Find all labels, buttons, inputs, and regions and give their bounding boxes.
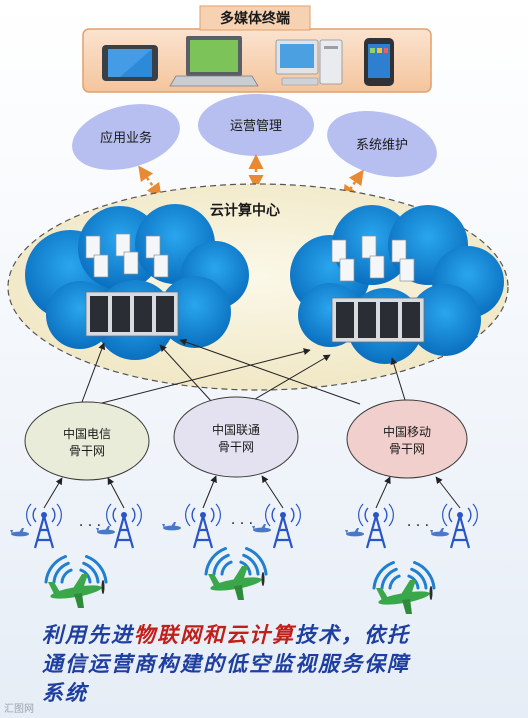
service-label: 应用业务 — [100, 130, 152, 146]
aircraft-icon — [372, 561, 436, 614]
backbone-type: 骨干网 — [218, 440, 254, 454]
aircraft-icon — [204, 547, 268, 600]
dots: · · · — [231, 516, 253, 532]
plane-row — [44, 547, 436, 614]
backbone-name: 中国联通 — [212, 422, 260, 437]
cloud-left — [25, 204, 249, 360]
caption-line-2: 通信运营商构建的低空监视服务保障 — [42, 651, 410, 676]
caption-segment: 技术，依托 — [295, 622, 410, 647]
arrow-tower — [435, 476, 461, 509]
backbone-type: 骨干网 — [69, 444, 105, 458]
cloud-center-label: 云计算中心 — [210, 202, 280, 219]
caption-line-1: 利用先进物联网和云计算技术，依托 — [42, 620, 512, 649]
radio-tower-icon — [106, 503, 142, 549]
backbone-mobile: 中国移动 骨干网 — [346, 399, 468, 479]
cloud-right — [290, 205, 504, 364]
desktop-computer-icon — [275, 39, 343, 86]
link-application — [138, 165, 162, 199]
arrow-telecom-left — [81, 342, 106, 403]
small-plane-icon — [430, 528, 449, 537]
server-cluster-left — [85, 233, 179, 337]
service-label: 运营管理 — [230, 119, 282, 134]
caption-line-3: 系统 — [42, 680, 88, 705]
small-plane-icon — [96, 526, 115, 535]
backbone-name: 中国移动 — [383, 424, 431, 439]
dots-group: · · · · · · · · · — [79, 516, 429, 534]
arrow-tower — [375, 476, 391, 509]
watermark: 汇图网 — [4, 704, 34, 715]
caption: 利用先进物联网和云计算技术，依托 通信运营商构建的低空监视服务保障 系统 — [42, 620, 512, 707]
server-cluster-right — [331, 235, 425, 343]
smartphone-icon — [364, 38, 394, 86]
terminal-box: 多媒体终端 — [82, 5, 432, 93]
dots: · · · — [407, 518, 429, 534]
arrow-unicom-right — [249, 354, 331, 403]
aircraft-icon — [44, 555, 108, 608]
backbone-to-cloud-arrows — [81, 338, 406, 405]
radio-tower-icon — [358, 503, 394, 549]
caption-segment: 利用先进 — [42, 622, 134, 647]
radio-tower-icon — [442, 503, 478, 549]
radio-tower-icon — [185, 503, 221, 549]
radio-tower-icon — [265, 503, 301, 549]
backbone-name: 中国电信 — [63, 426, 111, 441]
service-application: 应用业务 — [72, 104, 180, 170]
backbone-telecom: 中国电信 骨干网 — [24, 401, 150, 481]
service-operations: 运营管理 — [198, 94, 314, 156]
arrow-unicom-left — [159, 344, 213, 403]
tower-row — [10, 503, 478, 549]
backbone-unicom: 中国联通 骨干网 — [173, 396, 299, 478]
terminal-box-title: 多媒体终端 — [220, 10, 290, 27]
small-plane-icon — [345, 528, 364, 537]
caption-highlight: 物联网和云计算 — [134, 622, 295, 647]
small-plane-icon — [162, 522, 181, 531]
arrow-mobile-left — [179, 338, 361, 405]
arrow-tower — [261, 475, 284, 509]
backbone-type: 骨干网 — [389, 442, 425, 456]
arrow-tower — [202, 475, 217, 509]
small-plane-icon — [252, 524, 271, 533]
radio-tower-icon — [26, 503, 62, 549]
small-plane-icon — [10, 528, 29, 537]
arrow-tower — [43, 477, 63, 509]
service-maintenance: 系统维护 — [327, 111, 437, 177]
laptop-icon — [169, 36, 259, 87]
tablet-icon — [102, 45, 158, 81]
tower-to-backbone-arrows — [43, 475, 461, 509]
arrow-mobile-right — [390, 357, 406, 401]
service-label: 系统维护 — [356, 138, 408, 153]
dots: · · · — [79, 518, 101, 534]
arrow-tower — [107, 477, 125, 509]
arrow-telecom-right — [97, 348, 311, 405]
